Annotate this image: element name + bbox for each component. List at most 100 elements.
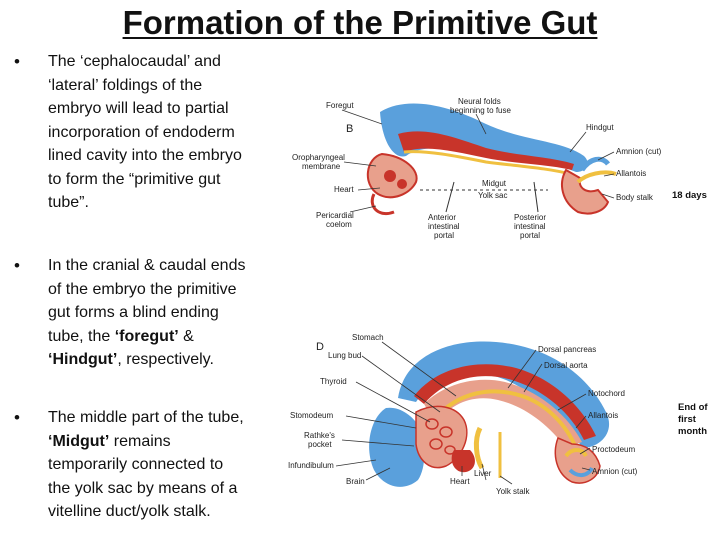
bullet-line: gut forms a blind ending xyxy=(48,304,219,321)
label-rathkes: Rathke's xyxy=(304,431,335,440)
figure-d-embryo-first-month: D Stomach Lung bud Thyroid Stomodeum Rat… xyxy=(286,328,720,528)
bullet-line: vitelline duct/yolk stalk. xyxy=(48,503,211,520)
label-brain: Brain xyxy=(346,477,365,486)
label-notochord: Notochord xyxy=(588,389,625,398)
label-thyroid: Thyroid xyxy=(320,377,347,386)
label-posterior: Posterior xyxy=(514,213,546,222)
label-proctodeum: Proctodeum xyxy=(592,445,635,454)
label-pericardial: Pericardial xyxy=(316,211,354,220)
mesoderm-layer xyxy=(398,131,574,170)
term-midgut: ‘Midgut’ xyxy=(48,432,110,450)
label-amnion-cut: Amnion (cut) xyxy=(616,147,662,156)
stage-label-end-of: End of xyxy=(678,402,708,413)
label-yolk-sac: Yolk sac xyxy=(478,191,508,200)
bullet-line: incorporation of endoderm xyxy=(48,123,235,141)
bullet-line: In the cranial & caudal ends xyxy=(48,257,246,274)
allantois xyxy=(564,448,588,458)
bullet-run: , respectively. xyxy=(117,351,214,368)
posterior-portal-arrow xyxy=(533,181,539,213)
leader-lines xyxy=(341,109,615,213)
stage-label-month: month xyxy=(678,426,707,437)
label-intestinal: intestinal xyxy=(428,222,460,231)
pharyngeal-arch xyxy=(425,418,439,430)
bullet-line: ‘Midgut’ remains xyxy=(48,430,288,454)
bullet-line: to form the “primitive gut xyxy=(48,170,221,188)
label-yolk-stalk: Yolk stalk xyxy=(496,487,531,496)
bullet-line: The middle part of the tube, xyxy=(48,409,244,426)
ectoderm-layer xyxy=(398,341,610,448)
heart xyxy=(451,450,475,473)
bullet-line: tube, the ‘foregut’ & xyxy=(48,325,288,349)
bullet-text: In the cranial & caudal ends of the embr… xyxy=(48,254,288,372)
allantois xyxy=(576,170,617,184)
bullet-run: remains xyxy=(109,432,171,450)
endoderm-gut-tube xyxy=(434,389,578,449)
label-intestinal: intestinal xyxy=(514,222,546,231)
bullet-line: ‘lateral’ foldings of the xyxy=(48,76,203,94)
label-body-stalk: Body stalk xyxy=(616,193,654,202)
bullet-line: lined cavity into the embryo xyxy=(48,147,242,164)
label-dorsal-aorta: Dorsal aorta xyxy=(544,361,588,370)
stage-label-18-days: 18 days xyxy=(672,190,707,201)
label-hindgut: Hindgut xyxy=(586,123,614,132)
label-lung-bud: Lung bud xyxy=(328,351,361,360)
heart-tube xyxy=(384,170,396,182)
bullet-line: the yolk sac by means of a xyxy=(48,479,238,497)
slide-title: Formation of the Primitive Gut xyxy=(122,4,598,41)
bullet-line: temporarily connected to xyxy=(48,456,224,473)
label-dorsal-pancreas: Dorsal pancreas xyxy=(538,345,596,354)
label-allantois: Allantois xyxy=(588,411,618,420)
label-stomodeum: Stomodeum xyxy=(290,411,333,420)
mesoderm-layer xyxy=(414,364,596,440)
stage-label-first: first xyxy=(678,414,697,425)
label-neural-folds: Neural folds xyxy=(458,97,501,106)
term-hindgut: ‘Hindgut’ xyxy=(48,351,118,368)
liver xyxy=(473,426,485,470)
bullet-run: & xyxy=(178,327,194,345)
label-membrane: membrane xyxy=(302,162,341,171)
pericardial-coelom xyxy=(370,193,395,215)
body-stalk xyxy=(561,168,610,215)
anterior-portal-arrow xyxy=(445,181,455,213)
label-foregut: Foregut xyxy=(326,101,354,110)
heart-tube xyxy=(397,179,407,189)
amnion-cut xyxy=(568,466,594,477)
label-neural-folds-fuse: beginning to fuse xyxy=(450,106,511,115)
bullet-line: tube”. xyxy=(48,194,89,211)
ectoderm-layer xyxy=(380,103,588,172)
label-liver: Liver xyxy=(474,469,492,478)
label-pocket: pocket xyxy=(308,440,332,449)
bullet-dot: • xyxy=(14,256,20,275)
bullet-dot: • xyxy=(14,408,20,427)
leader-lines xyxy=(335,341,591,485)
label-amnion-cut: Amnion (cut) xyxy=(592,467,638,476)
bullet-dot: • xyxy=(14,52,20,71)
figure-b-embryo-18-days: B Foregut Neural folds beginning to fuse… xyxy=(286,94,720,254)
label-midgut: Midgut xyxy=(482,179,507,188)
label-anterior: Anterior xyxy=(428,213,456,222)
panel-letter-b: B xyxy=(346,123,353,135)
endoderm-gut-tube xyxy=(403,150,571,176)
label-heart: Heart xyxy=(334,185,354,194)
pharyngeal-arch xyxy=(439,426,453,438)
label-oropharyngeal: Oropharyngeal xyxy=(292,153,345,162)
amnion-cut xyxy=(579,156,610,172)
label-infundibulum: Infundibulum xyxy=(288,461,334,470)
label-portal: portal xyxy=(520,231,540,240)
panel-letter-d: D xyxy=(316,341,324,353)
bullet-run: tube, the xyxy=(48,327,115,345)
label-portal: portal xyxy=(434,231,454,240)
label-allantois: Allantois xyxy=(616,169,646,178)
pharyngeal-arch xyxy=(429,438,443,450)
bullet-line: of the embryo the primitive xyxy=(48,280,237,298)
term-foregut: ‘foregut’ xyxy=(114,327,179,345)
label-heart: Heart xyxy=(450,477,470,486)
bullet-text: The ‘cephalocaudal’ and ‘lateral’ foldin… xyxy=(48,50,288,215)
brain xyxy=(369,407,425,487)
bullet-line: The ‘cephalocaudal’ and xyxy=(48,53,221,70)
bullet-text: The middle part of the tube, ‘Midgut’ re… xyxy=(48,406,288,524)
bullet-line: ‘Hindgut’, respectively. xyxy=(48,348,288,372)
label-coelom: coelom xyxy=(326,220,352,229)
label-stomach: Stomach xyxy=(352,333,384,342)
bullet-line: embryo will lead to partial xyxy=(48,100,229,117)
